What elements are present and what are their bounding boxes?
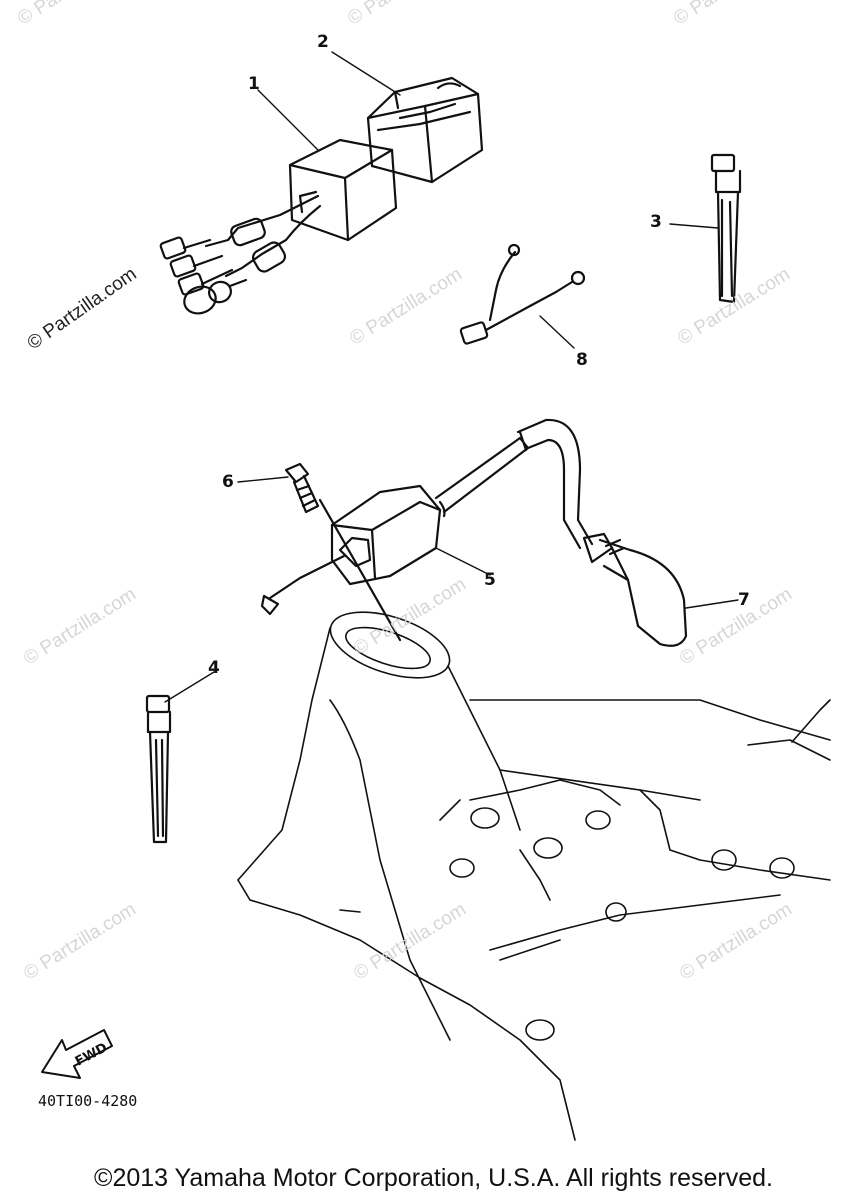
fwd-arrow-icon — [41, 1029, 113, 1079]
part-label-6: 6 — [222, 472, 234, 492]
part-label-1: 1 — [248, 74, 260, 94]
part-label-8: 8 — [576, 350, 588, 370]
copyright-notice: ©2013 Yamaha Motor Corporation, U.S.A. A… — [94, 1164, 773, 1192]
ground-wire-part-8[interactable] — [459, 243, 586, 345]
ignition-coil-part-5[interactable] — [260, 436, 530, 642]
part-label-7: 7 — [738, 590, 750, 610]
part-label-2: 2 — [317, 32, 329, 52]
cable-tie-part-4[interactable] — [145, 694, 172, 844]
cable-tie-part-3[interactable] — [710, 153, 742, 304]
part-label-5: 5 — [484, 570, 496, 590]
part-label-4: 4 — [208, 658, 220, 678]
frame-outline — [237, 611, 831, 1141]
leader-lines — [164, 51, 739, 703]
rubber-cover-part-2[interactable] — [366, 76, 484, 184]
diagram-code: 40TI00-4280 — [38, 1092, 138, 1110]
bolt-part-6[interactable] — [284, 462, 320, 514]
spark-plug-cap-part-7[interactable] — [516, 418, 688, 647]
part-label-3: 3 — [650, 212, 662, 232]
cdi-unit-part-1[interactable] — [159, 138, 398, 318]
fwd-label: FWD — [73, 1040, 110, 1069]
